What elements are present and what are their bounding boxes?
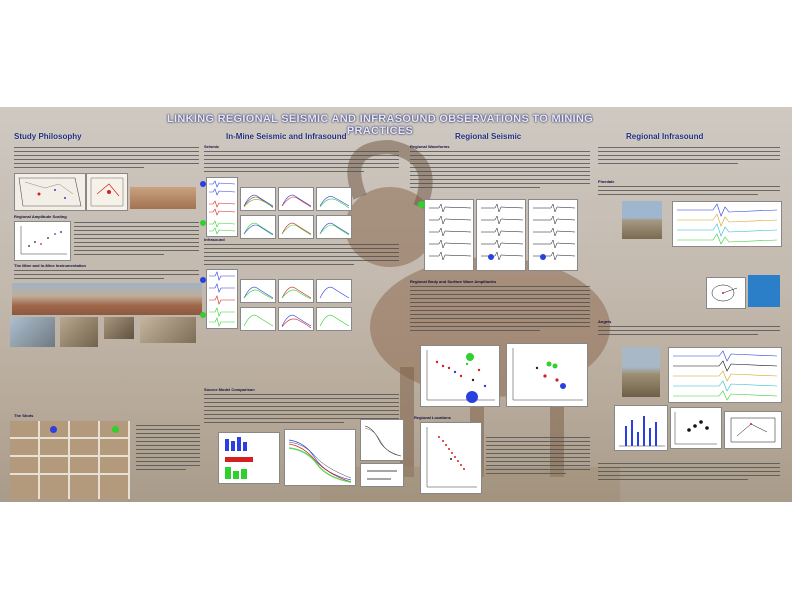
regional-marker-green: [418, 201, 425, 208]
pinedale-map: [706, 277, 746, 309]
angels-map: [724, 411, 782, 449]
subhead-infrasound: Infrasound: [204, 237, 225, 242]
poster-agency: [686, 114, 786, 116]
mine-aerial-photo: [130, 187, 196, 209]
subhead-regional-waveforms: Regional Waveforms: [410, 144, 450, 149]
shot-marker-blue: [50, 426, 57, 433]
regional-waveform-panel-1: [424, 199, 474, 271]
subhead-angels: Angels: [598, 319, 612, 324]
section-title-study-philosophy: Study Philosophy: [14, 132, 82, 141]
subhead-regional-locations: Regional Locations: [414, 415, 451, 420]
regional-marker-blue-2: [540, 254, 546, 260]
source-model-legend-plot: [360, 463, 404, 487]
angels-array-photo: [622, 347, 660, 397]
source-model-bar-plot: [218, 432, 280, 484]
pinedale-spectrogram: [748, 275, 780, 307]
subhead-pinedale: Pinedale: [598, 179, 615, 184]
section-title-regional-infrasound: Regional Infrasound: [626, 132, 704, 141]
poster-title: LINKING REGIONAL SEISMIC AND INFRASOUND …: [166, 113, 594, 137]
subhead-mine-instrumentation: The Mine and In-Mine Instrumentation: [14, 263, 86, 268]
instrument-photo-4: [140, 317, 196, 343]
pinedale-infrasound-traces: [672, 201, 782, 247]
in-mine-seismic-traces: [206, 177, 238, 237]
source-model-spectra-plot: [284, 429, 356, 486]
in-mine-infrasound-traces: [206, 269, 238, 329]
subhead-body-surface: Regional Body and Surface Wave Amplitude…: [410, 279, 497, 284]
poster-canvas: LINKING REGIONAL SEISMIC AND INFRASOUND …: [0, 107, 792, 502]
amplitude-marker-green: [466, 353, 474, 361]
amplitude-scaling-plot: [14, 221, 71, 261]
regional-locations-plot: [420, 422, 482, 494]
source-model-fit-plot: [360, 419, 404, 461]
regional-waveform-panel-2: [476, 199, 526, 271]
section-title-in-mine: In-Mine Seismic and Infrasound: [226, 132, 347, 141]
subhead-regional-amplitude: Regional Amplitude Scaling: [14, 214, 67, 219]
section-title-regional-seismic: Regional Seismic: [455, 132, 522, 141]
seismic-marker-blue: [200, 181, 206, 187]
angels-infrasound-traces: [668, 347, 782, 403]
angels-bar-plot: [614, 405, 668, 451]
subhead-seismic: Seismic: [204, 144, 220, 149]
infrasound-marker-blue: [200, 277, 206, 283]
instrument-photo-1: [10, 317, 55, 347]
regional-waveform-panel-3: [528, 199, 578, 271]
amplitude-marker-blue: [466, 391, 478, 403]
seismic-marker-green: [200, 220, 206, 226]
mine-location-map: [86, 173, 128, 211]
surface-wave-amplitude-scatter: [506, 343, 588, 407]
infrasound-marker-green: [200, 312, 206, 318]
subhead-the-shots: The Shots: [14, 413, 34, 418]
mine-panorama-photo: [12, 283, 202, 315]
subhead-source-model: Source Model Comparison: [204, 387, 255, 392]
body-wave-amplitude-scatter: [420, 345, 500, 407]
regional-marker-blue-1: [488, 254, 494, 260]
regional-map-figure: [14, 173, 86, 211]
instrument-photo-3: [104, 317, 134, 339]
shot-marker-green: [112, 426, 119, 433]
angels-scatter-plot: [670, 407, 722, 449]
pinedale-array-photo: [622, 201, 662, 239]
instrument-photo-2: [60, 317, 98, 347]
